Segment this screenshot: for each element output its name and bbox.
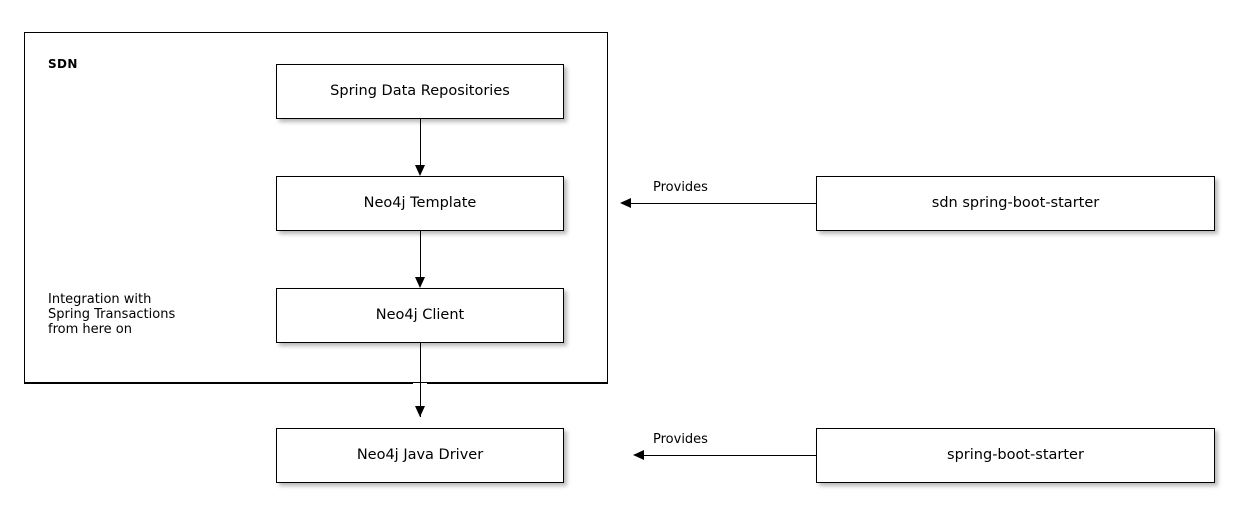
arrowhead-template-to-client (414, 277, 425, 288)
connector-client-to-driver (420, 343, 421, 417)
connector-template-to-client (420, 231, 421, 277)
arrowhead-repositories-to-template (414, 165, 425, 176)
node-sdn-spring-boot-starter-label: sdn spring-boot-starter (931, 195, 1100, 212)
package-border-bottom-right-segment (427, 383, 608, 384)
node-sdn-spring-boot-starter[interactable]: sdn spring-boot-starter (816, 176, 1215, 231)
edge-label-provides-template: Provides (653, 180, 708, 195)
edge-label-provides-driver: Provides (653, 432, 708, 447)
arrowhead-starter-provides-driver (633, 449, 644, 460)
connector-starter-provides-template (631, 203, 816, 204)
arrowhead-starter-provides-template (620, 197, 631, 208)
node-neo4j-java-driver[interactable]: Neo4j Java Driver (276, 428, 564, 483)
node-spring-data-repositories-label: Spring Data Repositories (330, 83, 510, 100)
package-sdn-label: SDN (48, 57, 78, 71)
node-neo4j-template[interactable]: Neo4j Template (276, 176, 564, 231)
node-spring-boot-starter-label: spring-boot-starter (947, 447, 1084, 464)
arrowhead-client-to-driver (414, 406, 425, 417)
node-spring-boot-starter[interactable]: spring-boot-starter (816, 428, 1215, 483)
package-border-bottom-left-segment (24, 383, 413, 384)
node-neo4j-java-driver-label: Neo4j Java Driver (356, 447, 484, 464)
connector-starter-provides-driver (644, 455, 816, 456)
connector-repositories-to-template (420, 119, 421, 165)
node-neo4j-client[interactable]: Neo4j Client (276, 288, 564, 343)
node-spring-data-repositories[interactable]: Spring Data Repositories (276, 64, 564, 119)
node-neo4j-template-label: Neo4j Template (363, 195, 477, 212)
node-neo4j-client-label: Neo4j Client (375, 307, 465, 324)
integration-note: Integration with Spring Transactions fro… (48, 292, 176, 337)
package-sdn (24, 32, 608, 383)
